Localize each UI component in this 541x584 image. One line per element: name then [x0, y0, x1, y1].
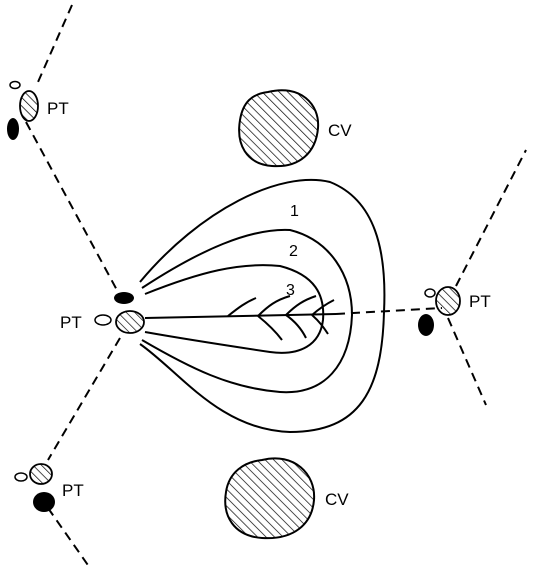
portal-tract-left-center: PT: [60, 292, 145, 334]
branch-1: [227, 297, 257, 317]
hepatic-artery-icon: [33, 492, 55, 512]
pt-label-upper-left: PT: [47, 99, 69, 118]
branch-7: [311, 314, 329, 335]
septum-right-lower: [447, 317, 487, 406]
septum-upper-left: [37, 4, 73, 83]
septum-left-upper: [25, 121, 119, 293]
zone-2-contour: [141, 228, 354, 394]
pt-label-lower-left: PT: [62, 481, 84, 500]
zone-1-contour: [139, 178, 386, 434]
portal-tract-upper-left: PT: [7, 80, 69, 140]
zone-3-contour: [144, 264, 325, 354]
hepatic-artery-icon: [7, 118, 19, 140]
portal-vein-icon: [115, 310, 145, 334]
portal-vein-icon: [435, 286, 461, 316]
bile-duct-icon: [9, 80, 21, 90]
bile-duct-icon: [94, 314, 112, 326]
portal-septa: [25, 4, 527, 569]
cv-label-bottom: CV: [325, 490, 349, 509]
zone-2-label: 2: [289, 243, 298, 260]
branch-3: [257, 315, 283, 341]
hepatic-artery-icon: [418, 314, 434, 336]
branch-4: [285, 295, 317, 316]
bile-duct-icon: [14, 472, 28, 482]
branch-2: [257, 295, 291, 317]
septum-right-upper: [455, 149, 527, 287]
cv-label-top: CV: [328, 121, 352, 140]
hepatic-artery-icon: [114, 292, 134, 304]
portal-tract-right: PT: [418, 286, 491, 336]
septum-lower-left: [47, 507, 91, 569]
portal-vein-icon: [19, 90, 39, 122]
branch-5: [285, 314, 307, 339]
pt-label-right: PT: [469, 292, 491, 311]
zone-1-label: 1: [290, 203, 299, 220]
septum-left-lower: [47, 337, 121, 461]
central-axis-line: [144, 313, 337, 319]
acinar-zones: [139, 178, 386, 434]
bile-duct-icon: [424, 288, 436, 298]
septum-center: [335, 307, 443, 315]
sinusoid-axis: [144, 295, 337, 341]
zone-3-label: 3: [286, 282, 295, 299]
branch-6: [311, 299, 335, 316]
portal-tract-lower-left: PT: [14, 463, 84, 512]
central-vein-top: [238, 89, 320, 168]
central-vein-bottom: [224, 457, 316, 540]
portal-vein-icon: [29, 463, 53, 485]
pt-label-left-center: PT: [60, 313, 82, 332]
